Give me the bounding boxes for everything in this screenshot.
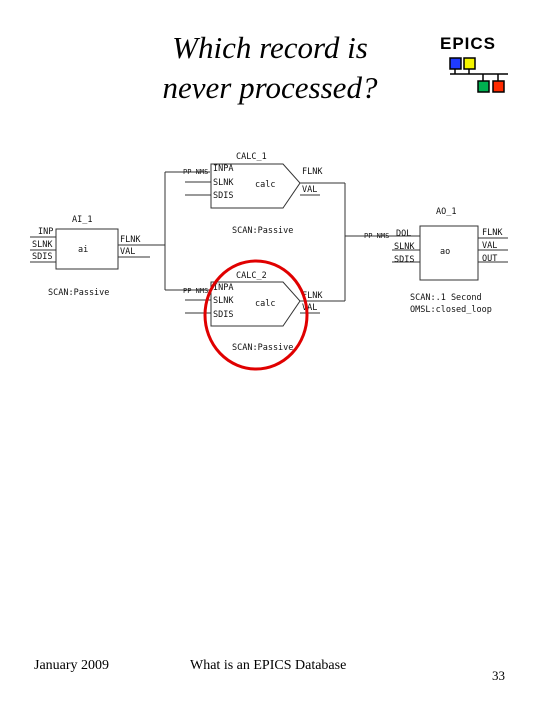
calc2-port-inpa: INPA: [213, 283, 233, 293]
ai1-type: ai: [78, 245, 88, 255]
calc2-type: calc: [255, 299, 275, 309]
slide-title: Which record is never processed?: [120, 28, 420, 108]
calc1-port-sdis: SDIS: [213, 191, 233, 201]
calc2-link-tag: PP NMS: [183, 287, 208, 295]
ao1-port-sdis: SDIS: [394, 255, 414, 265]
calc1-port-flnk: FLNK: [302, 167, 323, 177]
ai1-name: AI_1: [72, 215, 92, 225]
highlight-circle: [203, 259, 309, 371]
record-link-diagram: AI_1 INP SLNK SDIS ai FLNK VAL SCAN:Pass…: [30, 152, 508, 371]
calc1-link-tag: PP NMS: [183, 168, 208, 176]
calc1-port-slnk: SLNK: [213, 178, 234, 188]
calc2-port-slnk: SLNK: [213, 296, 234, 306]
page-number: 33: [492, 668, 505, 683]
logo-green-square: [477, 80, 490, 93]
ao1-port-out: OUT: [482, 254, 497, 264]
ao1-port-slnk: SLNK: [394, 242, 415, 252]
calc1-port-inpa: INPA: [213, 164, 233, 174]
calc2-port-val: VAL: [302, 303, 317, 313]
ao1-omsl: OMSL:closed_loop: [410, 305, 492, 315]
ai1-port-inp: INP: [38, 227, 53, 237]
ao1-port-flnk: FLNK: [482, 228, 503, 238]
footer-date: January 2009: [34, 658, 110, 673]
ao1-name: AO_1: [436, 207, 456, 217]
calc1-scan: SCAN:Passive: [232, 226, 293, 236]
ao1-port-dol: DOL: [396, 229, 411, 239]
ai1-port-sdis: SDIS: [32, 252, 52, 262]
epics-logo: EPICS: [440, 34, 512, 98]
calc2-port-flnk: FLNK: [302, 291, 323, 301]
calc2-port-sdis: SDIS: [213, 310, 233, 320]
title-line-1: Which record is: [172, 30, 368, 65]
epics-logo-text: EPICS: [440, 34, 497, 53]
ai1-port-flnk: FLNK: [120, 235, 141, 245]
calc1-type: calc: [255, 180, 275, 190]
ai1-scan: SCAN:Passive: [48, 288, 109, 298]
ao1-port-val: VAL: [482, 241, 497, 251]
ao1-type: ao: [440, 247, 450, 257]
ao1-scan: SCAN:.1 Second: [410, 293, 482, 303]
ai1-port-val: VAL: [120, 247, 135, 257]
calc1-name: CALC_1: [236, 152, 267, 162]
title-line-2: never processed?: [162, 70, 378, 105]
ao1-link-tag: PP NMS: [364, 232, 389, 240]
calc2-name: CALC_2: [236, 271, 267, 281]
logo-blue-square: [449, 57, 462, 70]
logo-yellow-square: [463, 57, 476, 70]
footer-title: What is an EPICS Database: [190, 658, 347, 673]
logo-red-square: [492, 80, 505, 93]
epics-logo-graphic: [449, 57, 508, 93]
ai1-port-slnk: SLNK: [32, 240, 53, 250]
calc1-port-val: VAL: [302, 185, 317, 195]
calc2-scan: SCAN:Passive: [232, 343, 293, 353]
